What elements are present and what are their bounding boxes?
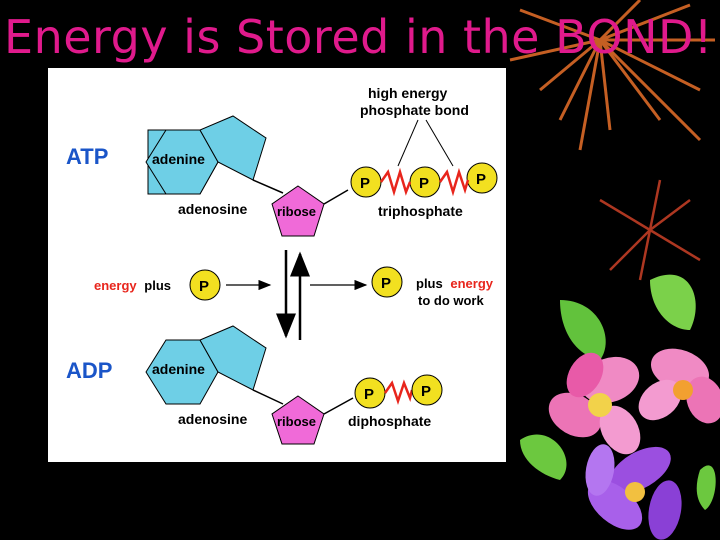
firework-burst-mid [599,179,701,281]
high-energy-bond-zigzag [383,379,414,405]
atp-phosphate-1-label: P [360,175,370,192]
adenine-pentagon [199,325,267,391]
right-plus-word: plus [416,276,443,291]
slide-title: Energy is Stored in the BOND! [4,10,713,64]
diphosphate-label: diphosphate [348,413,431,429]
connector-line [323,397,354,415]
left-energy-word: energy [94,278,137,293]
bond-label-line2: phosphate bond [360,102,469,118]
adp-adenine-label: adenine [152,361,205,377]
adp-phosphate-2 [411,374,443,406]
leaf-shape [520,434,567,480]
connector-line [252,389,284,405]
free-phosphate-right-label: P [381,275,391,292]
right-to-do-work: to do work [418,293,484,308]
atp-adp-diagram-panel: ATP adenine adenosine ribose P P P high … [48,68,506,462]
atp-phosphate-3 [466,162,498,194]
connector-line [323,189,349,205]
high-energy-bond-zigzag [379,167,412,197]
atp-adenine-label: adenine [152,151,205,167]
right-plus-energy: plus energy [416,276,494,291]
adp-label: ADP [66,358,112,383]
leaf-shape [560,300,606,360]
pink-flower [548,352,641,455]
left-plus-word: plus [144,278,171,293]
free-phosphate-right [371,266,403,298]
bond-label-line1: high energy [368,85,448,101]
pink-flower [638,348,720,424]
atp-ribose-label: ribose [277,204,316,219]
firework-burst-top [509,0,715,151]
adp-ribose-pentagon [271,395,325,445]
left-energy-plus: energy plus [94,278,171,293]
atp-adenosine-label: adenosine [178,201,247,217]
leaf-shape [650,274,696,330]
purple-flower [585,444,682,540]
bond-pointer-line [397,119,419,167]
high-energy-bond-zigzag [438,167,470,197]
bond-pointer-line [425,119,454,167]
right-energy-word: energy [450,276,493,291]
atp-phosphate-3-label: P [476,171,486,188]
connector-line [252,179,284,194]
adenine-pentagon [199,115,267,181]
adp-ribose-label: ribose [277,414,316,429]
adp-phosphate-2-label: P [421,383,431,400]
atp-adp-diagram: ATP adenine adenosine ribose P P P high … [66,85,498,445]
adp-adenosine-label: adenosine [178,411,247,427]
leaf-shape [696,465,716,510]
free-phosphate-left-label: P [199,278,209,295]
atp-ribose-pentagon [271,185,325,237]
atp-label: ATP [66,144,108,169]
adp-phosphate-1-label: P [364,386,374,403]
triphosphate-label: triphosphate [378,203,463,219]
free-phosphate-left [189,269,221,301]
atp-phosphate-2-label: P [419,175,429,192]
